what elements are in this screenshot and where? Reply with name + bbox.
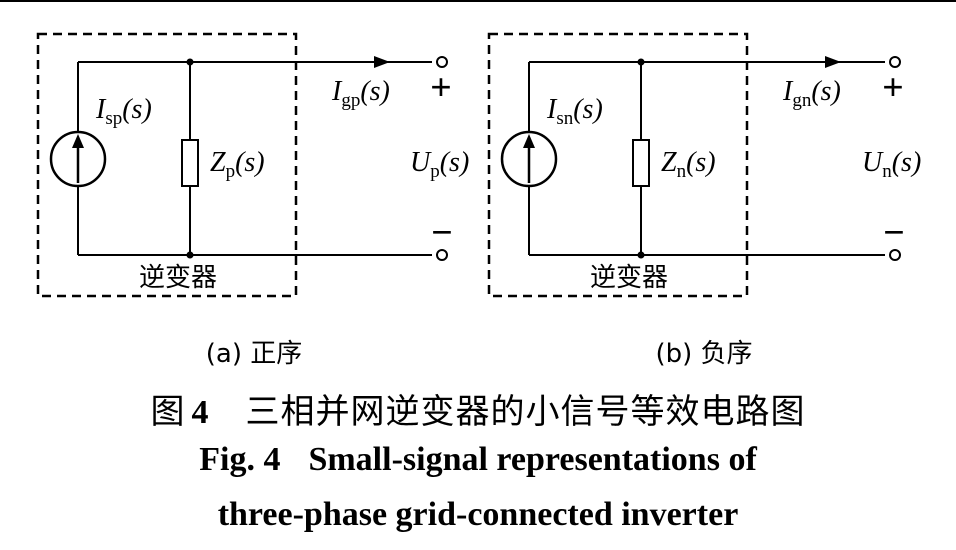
panel-positive-sequence: Isp(s) Zp(s) Igp(s) Up(s) + − 逆变器 (a) 正序 [36, 32, 469, 369]
figure-title-en-line1: Small-signal representations of [308, 441, 757, 478]
current-arrow-icon [374, 56, 390, 68]
impedance-label: Zn(s) [661, 147, 716, 182]
source-label: Isp(s) [95, 94, 152, 129]
sub-caption: (b) 负序 [655, 339, 752, 369]
inverter-label: 逆变器 [590, 263, 668, 293]
impedance-label: Zp(s) [210, 147, 265, 182]
panel-negative-sequence: Isn(s) Zn(s) Ign(s) Un(s) + − 逆变器 (b) 负序 [487, 32, 921, 369]
source-label: Isn(s) [546, 94, 603, 129]
inverter-boundary [487, 32, 749, 298]
terminal-minus [889, 249, 901, 261]
current-arrow-icon [825, 56, 841, 68]
figure-prefix-en: Fig. 4 [199, 441, 281, 478]
figure-caption-english: Fig. 4 Small-signal representations of [0, 441, 956, 479]
terminal-minus [436, 249, 448, 261]
node-top [637, 58, 645, 66]
inverter-label: 逆变器 [139, 263, 217, 293]
minus-sign: − [883, 212, 905, 254]
grid-current-label: Ign(s) [782, 76, 841, 111]
wires [528, 61, 885, 256]
terminal-plus [436, 56, 448, 68]
impedance [181, 139, 199, 187]
node-top [186, 58, 194, 66]
figure-number-cn: 4 [191, 394, 210, 431]
figure-caption-english-line2: three-phase grid-connected inverter [217, 496, 739, 533]
figure-prefix-cn: 图 [150, 392, 186, 432]
wires [77, 61, 432, 256]
plus-sign: + [882, 67, 904, 109]
source-arrow-head-icon [523, 134, 535, 148]
plus-sign: + [430, 67, 452, 109]
terminal-voltage-label: Up(s) [410, 147, 469, 182]
figure-title-cn: 三相并网逆变器的小信号等效电路图 [245, 392, 806, 432]
node-bottom [186, 251, 194, 259]
source-arrow-head-icon [72, 134, 84, 148]
terminal-plus [889, 56, 901, 68]
impedance [632, 139, 650, 187]
terminal-voltage-label: Un(s) [862, 147, 921, 182]
node-bottom [637, 251, 645, 259]
inverter-boundary [36, 32, 298, 298]
sub-caption: (a) 正序 [206, 339, 303, 369]
grid-current-label: Igp(s) [331, 76, 390, 111]
minus-sign: − [431, 212, 453, 254]
